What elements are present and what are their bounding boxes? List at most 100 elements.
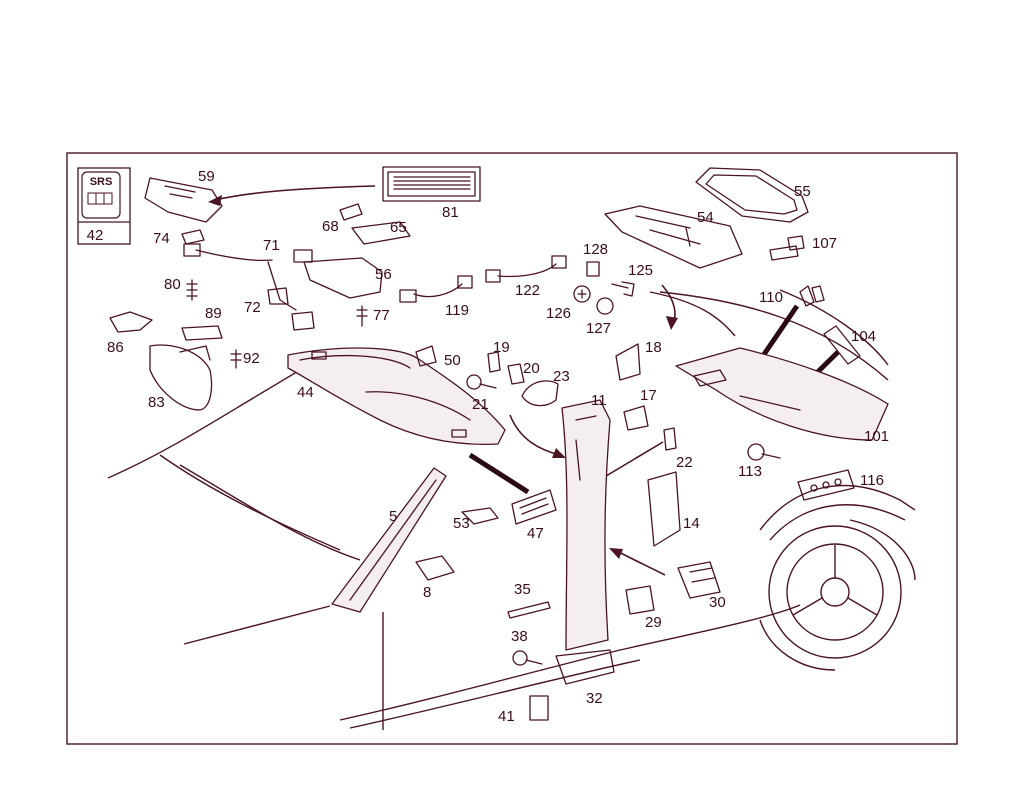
label-122: 122: [515, 282, 540, 299]
label-22: 22: [676, 454, 693, 471]
part-18-bracket: [615, 343, 641, 381]
label-11: 11: [591, 392, 607, 409]
label-65: 65: [390, 219, 407, 236]
label-116: 116: [860, 472, 884, 489]
label-126: 126: [546, 305, 571, 322]
label-77: 77: [373, 307, 390, 324]
label-104: 104: [851, 328, 876, 345]
vehicle-body-outline: [107, 289, 916, 730]
label-20: 20: [523, 360, 540, 377]
part-110-clip: [799, 285, 825, 307]
part-92-screw: [230, 349, 242, 369]
label-113: 113: [738, 463, 762, 480]
part-74-clip: [181, 229, 205, 245]
part-65-lamp: [351, 221, 411, 245]
label-72: 72: [244, 299, 261, 316]
label-89: 89: [205, 305, 222, 322]
label-42: 42: [87, 227, 104, 244]
part-107-clip: [769, 235, 805, 261]
label-54: 54: [697, 209, 714, 226]
part-127-plug: [596, 297, 614, 315]
part-128-clip: [586, 261, 600, 277]
part-86-hook: [109, 311, 153, 333]
label-41: 41: [498, 708, 515, 725]
part-89-bracket: [181, 325, 223, 341]
label-128: 128: [583, 241, 608, 258]
label-71: 71: [263, 237, 280, 254]
label-47: 47: [527, 525, 544, 542]
part-56-visor: [303, 257, 383, 299]
part-126-cap: [573, 285, 591, 303]
label-8: 8: [423, 584, 431, 601]
part-71-wiring: [183, 243, 313, 311]
label-53: 53: [453, 515, 470, 532]
part-72-clip: [267, 287, 315, 331]
part-30-bracket: [677, 561, 721, 599]
label-56: 56: [375, 266, 392, 283]
part-104-cover: [823, 325, 861, 365]
part-14-belt-guide: [647, 471, 681, 547]
part-11-b-pillar: [561, 399, 611, 651]
label-83: 83: [148, 394, 165, 411]
label-29: 29: [645, 614, 662, 631]
part-54-console: [604, 205, 743, 269]
label-35: 35: [514, 581, 531, 598]
part-8-clip: [415, 555, 455, 581]
label-23: 23: [553, 368, 570, 385]
label-32: 32: [586, 690, 603, 707]
part-53-clip: [461, 507, 499, 525]
label-86: 86: [107, 339, 124, 356]
part-83-mirror: [149, 344, 213, 411]
label-38: 38: [511, 628, 528, 645]
part-29-clip: [625, 585, 655, 615]
label-30: 30: [709, 594, 726, 611]
label-127: 127: [586, 320, 611, 337]
part-21-screw: [466, 374, 497, 390]
part-47-vent: [511, 489, 557, 525]
label-55: 55: [794, 183, 811, 200]
label-107: 107: [812, 235, 837, 252]
label-19: 19: [493, 339, 510, 356]
part-44-headliner: [287, 347, 506, 445]
label-81: 81: [442, 204, 459, 221]
label-50: 50: [444, 352, 461, 369]
part-20-clip: [507, 363, 525, 385]
label-92: 92: [243, 350, 260, 367]
label-119: 119: [445, 302, 469, 319]
label-44: 44: [297, 384, 314, 401]
part-50-clip: [415, 345, 437, 367]
part-119-cable: [399, 275, 473, 303]
part-41-clip: [529, 695, 549, 721]
part-77-screw: [356, 305, 368, 327]
label-21: 21: [472, 396, 489, 413]
part-116-switch: [797, 469, 855, 501]
label-74: 74: [153, 230, 170, 247]
part-68-bulb: [339, 203, 363, 221]
label-101: 101: [864, 428, 889, 445]
part-22-clip: [663, 427, 677, 451]
part-38-screw: [512, 650, 543, 666]
part-labels: 59 81 55 54 107 68 65 74 71 56 128 125 1…: [107, 168, 889, 725]
part-32-cover: [555, 649, 615, 685]
part-5-a-pillar: [331, 467, 447, 613]
part-19-clip: [487, 351, 501, 373]
part-113-screw: [747, 443, 781, 461]
label-14: 14: [683, 515, 700, 532]
srs-text: SRS: [90, 176, 113, 188]
part-101-rear-headliner: [675, 347, 889, 441]
label-125: 125: [628, 262, 653, 279]
label-59: 59: [198, 168, 215, 185]
diagram-frame: [66, 152, 958, 745]
part-81-label: [382, 166, 481, 202]
label-68: 68: [322, 218, 339, 235]
part-17-clip: [623, 405, 649, 431]
part-23-trim: [521, 380, 559, 407]
label-5: 5: [389, 508, 397, 525]
part-125-screw: [611, 281, 635, 297]
label-18: 18: [645, 339, 662, 356]
part-80-screw: [186, 279, 198, 301]
label-110: 110: [759, 289, 783, 306]
part-59-sun-visor: [144, 177, 223, 223]
part-122-cable: [485, 255, 567, 283]
